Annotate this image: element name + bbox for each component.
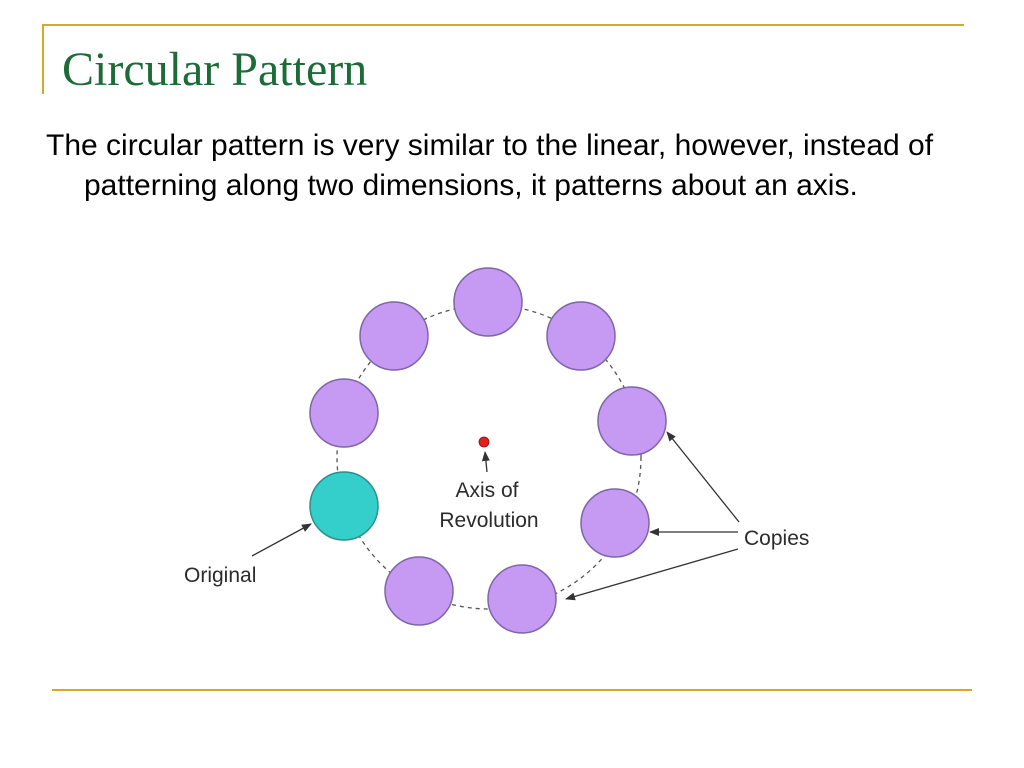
- pattern-copy: [359, 301, 429, 371]
- title-accent-top-rule: [42, 24, 964, 26]
- pattern-copy: [453, 267, 523, 337]
- pattern-copy: [384, 556, 454, 626]
- pattern-copies: [309, 267, 667, 634]
- axis-arrow: [481, 451, 490, 473]
- copies-arrow-lower: [565, 548, 739, 601]
- original-label: Original: [184, 564, 256, 587]
- copies-arrow-upper: [666, 431, 740, 523]
- pattern-copy: [597, 386, 667, 456]
- footer-accent-rule: [52, 689, 972, 691]
- slide-title: Circular Pattern: [62, 43, 368, 96]
- pattern-copy: [580, 488, 650, 558]
- title-accent-left-rule: [42, 24, 44, 94]
- axis-label-line1: Axis of: [455, 479, 518, 502]
- original-arrow: [251, 523, 312, 557]
- axis-point: [478, 436, 490, 448]
- pattern-copy: [309, 378, 379, 448]
- pattern-copy: [487, 564, 557, 634]
- axis-label-line2: Revolution: [439, 509, 538, 532]
- pattern-copy: [546, 301, 616, 371]
- copies-label: Copies: [744, 527, 809, 550]
- slide-body-text: The circular pattern is very similar to …: [46, 129, 934, 202]
- original-feature: [309, 471, 379, 541]
